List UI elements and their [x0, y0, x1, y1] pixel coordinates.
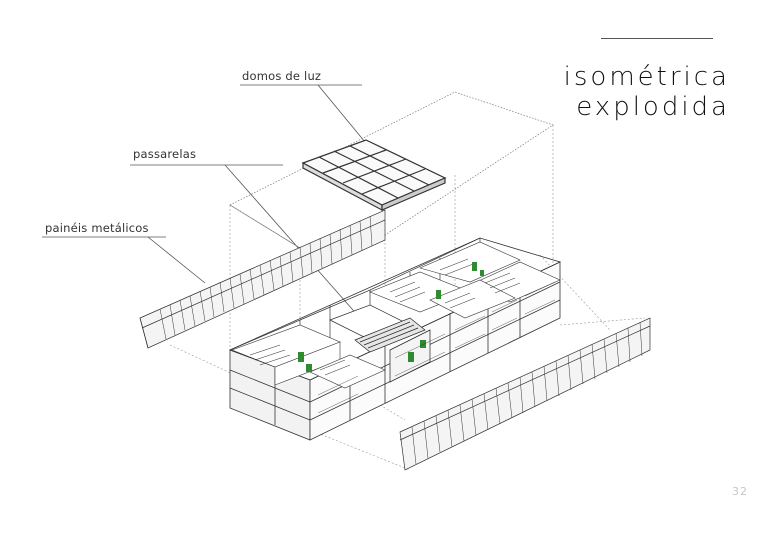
page-title: isométrica explodida: [564, 62, 730, 122]
title-rule: [601, 38, 713, 39]
interior-rooms: [231, 241, 561, 389]
metal-panels-left: [139, 209, 386, 349]
facade-windows: [317, 281, 556, 414]
furniture-hatch: [249, 258, 521, 376]
page-number: 32: [732, 485, 748, 498]
metal-panels-right: [399, 317, 651, 471]
title-line-2: explodida: [576, 92, 730, 122]
metal-panels-right-ribs: [411, 321, 643, 465]
label-leaders: [42, 84, 371, 319]
label-walkways: passarelas: [133, 147, 197, 161]
label-skylights: domos de luz: [242, 69, 322, 83]
metal-panels-left-ribs: [159, 215, 373, 340]
skylight-grid: [301, 139, 447, 211]
title-line-1: isométrica: [563, 62, 730, 92]
label-metal-panels: painéis metálicos: [45, 221, 149, 235]
green-circulation-accents: [298, 262, 484, 372]
